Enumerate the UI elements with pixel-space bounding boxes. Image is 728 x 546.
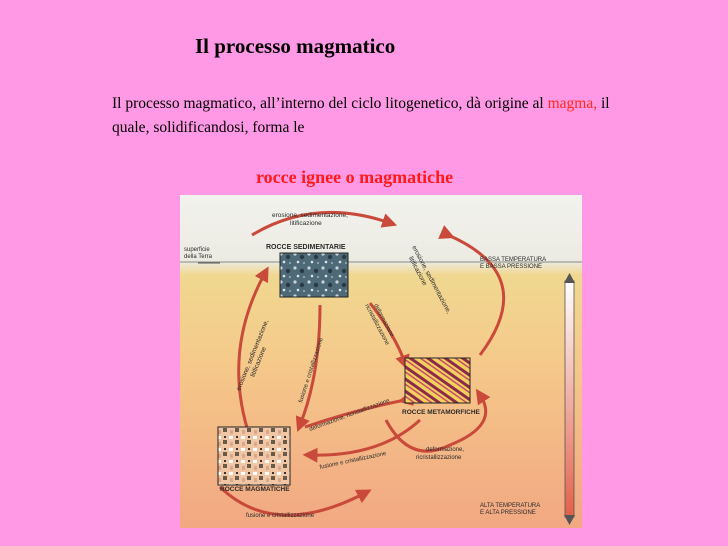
rock-cycle-svg: ROCCE SEDIMENTARIE ROCCE METAMORFICHE RO… — [180, 195, 582, 528]
label-met-loop-2: ricristallizzazione — [416, 455, 462, 461]
intro-text-2: il quale, solidificandosi, forma le — [112, 95, 610, 136]
label-low-temp-2: E BASSA PRESSIONE — [480, 264, 542, 270]
label-met-loop-1: deformazione, — [426, 447, 464, 453]
temperature-pressure-bar — [564, 280, 575, 518]
label-top-erosion-1: erosione, sedimentazione, — [272, 212, 348, 219]
label-low-temp-1: BASSA TEMPERATURA — [480, 257, 546, 263]
left-arrow — [237, 266, 269, 444]
label-surface-1: superficie — [184, 247, 210, 253]
label-rocce-sedimentarie: ROCCE SEDIMENTARIE — [266, 244, 346, 251]
magmatic-rock-block — [217, 426, 291, 486]
subtitle-rocce-ignee: rocce ignee o magmatiche — [256, 167, 454, 187]
label-rocce-metamorfiche: ROCCE METAMORFICHE — [402, 409, 481, 416]
bottom-fusion-arrow — [302, 418, 422, 463]
bar-arrow-down-icon — [564, 515, 575, 525]
center-right-arrow — [368, 302, 410, 371]
label-mag-loop: fusione e cristallizzazione — [246, 513, 315, 519]
intro-paragraph: Il processo magmatico, all’interno del c… — [112, 92, 632, 140]
intro-text-1: Il processo magmatico, all’interno del c… — [112, 95, 548, 112]
label-high-temp-1: ALTA TEMPERATURA — [480, 503, 540, 509]
label-rocce-magmatiche: ROCCE MAGMATICHE — [220, 486, 290, 493]
label-high-temp-2: E ALTA PRESSIONE — [480, 510, 536, 516]
top-arrow — [251, 210, 398, 237]
right-arrow — [438, 225, 506, 356]
label-surface-2: della Terra — [184, 254, 213, 260]
page-title: Il processo magmatico — [195, 34, 396, 58]
bar-arrow-up-icon — [564, 273, 575, 283]
magmatic-loop-arrow — [218, 485, 372, 517]
sedimentary-rock-block — [279, 252, 349, 298]
magma-highlight: magma, — [547, 95, 598, 112]
metamorphic-rock-block — [404, 357, 471, 404]
label-top-erosion-2: litificazione — [290, 220, 322, 227]
metamorphic-loop-arrow — [384, 388, 491, 453]
center-fusion-arrow — [295, 304, 322, 432]
bottom-diagonal-arrow — [304, 391, 414, 429]
rock-cycle-diagram: ROCCE SEDIMENTARIE ROCCE METAMORFICHE RO… — [180, 195, 582, 528]
